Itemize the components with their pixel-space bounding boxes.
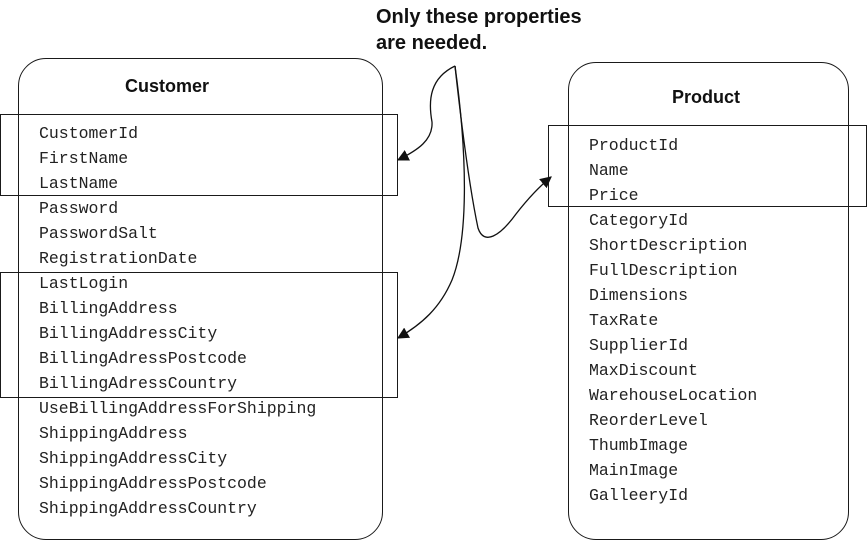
- customer-field: FirstName: [39, 149, 129, 168]
- product-field: Dimensions: [589, 286, 689, 305]
- callout-line: are needed.: [376, 32, 488, 54]
- customer-field: BillingAdressPostcode: [39, 349, 247, 368]
- customer-field: LastName: [39, 174, 119, 193]
- product-field: MaxDiscount: [589, 361, 698, 380]
- customer-field-list: CustomerId FirstName LastName Password P…: [39, 121, 316, 521]
- customer-table-title: Customer: [125, 76, 210, 96]
- callout-line: Only these properties: [376, 6, 582, 28]
- product-field: SupplierId: [589, 336, 689, 355]
- product-field: ShortDescription: [589, 236, 748, 255]
- customer-field: BillingAddressCity: [39, 324, 218, 343]
- product-basics-highlight: [548, 125, 867, 207]
- customer-field: RegistrationDate: [39, 249, 198, 268]
- customer-field: PasswordSalt: [39, 224, 158, 243]
- callout-note: Only these properties are needed.: [376, 4, 582, 56]
- customer-field: ShippingAddressCountry: [39, 499, 257, 518]
- product-field-list: ProductId Name Price CategoryId ShortDes…: [589, 133, 757, 508]
- customer-field: BillingAdressCountry: [39, 374, 238, 393]
- customer-identity-highlight: [0, 114, 398, 196]
- product-field: WarehouseLocation: [589, 386, 758, 405]
- customer-field: Password: [39, 199, 119, 218]
- customer-table: [18, 58, 383, 540]
- customer-field: CustomerId: [39, 124, 139, 143]
- product-field: ThumbImage: [589, 436, 689, 455]
- arrow-to-customer-identity: [396, 65, 456, 161]
- product-field: FullDescription: [589, 261, 738, 280]
- customer-field: BillingAddress: [39, 299, 178, 318]
- customer-billing-highlight: [0, 272, 398, 398]
- product-field: CategoryId: [589, 211, 689, 230]
- product-field: ProductId: [589, 136, 679, 155]
- customer-field: ShippingAddressCity: [39, 449, 228, 468]
- product-table: [568, 62, 849, 540]
- arrow-to-product-basics: [454, 65, 552, 238]
- customer-field: ShippingAddress: [39, 424, 188, 443]
- product-field: Price: [589, 186, 639, 205]
- customer-field: UseBillingAddressForShipping: [39, 399, 317, 418]
- product-field: GalleeryId: [589, 486, 689, 505]
- product-field: ReorderLevel: [589, 411, 708, 430]
- customer-field: ShippingAddressPostcode: [39, 474, 267, 493]
- product-field: MainImage: [589, 461, 679, 480]
- arrow-to-customer-billing: [396, 65, 466, 339]
- product-table-title: Product: [672, 87, 741, 107]
- product-field: Name: [589, 161, 629, 180]
- customer-field: LastLogin: [39, 274, 129, 293]
- product-field: TaxRate: [589, 311, 659, 330]
